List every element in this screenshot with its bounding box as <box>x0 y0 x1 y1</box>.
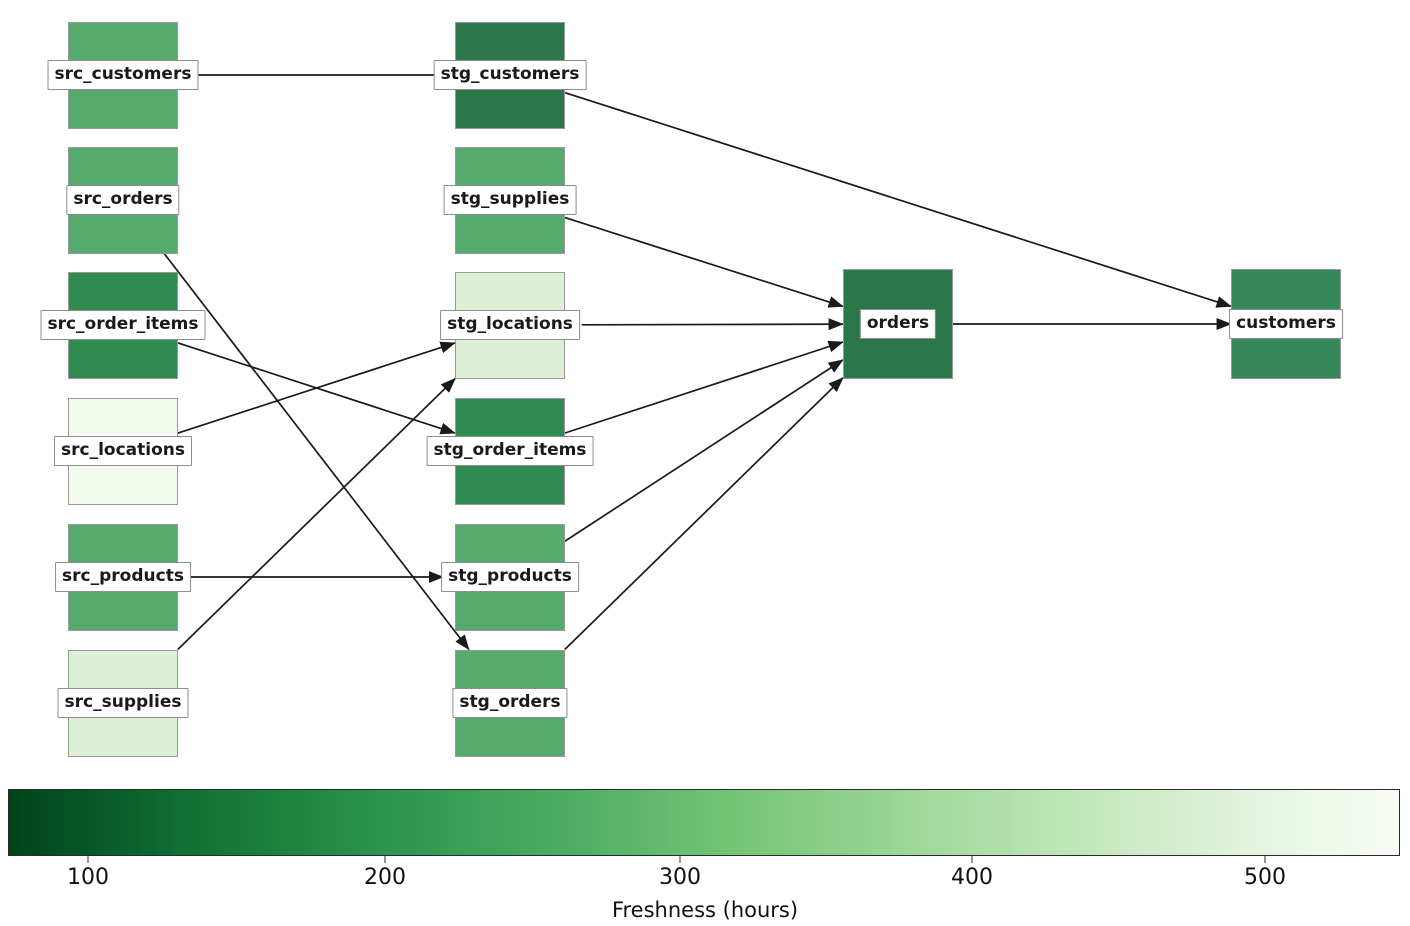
node-label-src_customers[interactable]: src_customers <box>47 60 199 90</box>
edge-stg_order_items-to-orders <box>564 340 844 434</box>
colorbar-tick-label-500: 500 <box>1244 865 1286 890</box>
colorbar-tick-label-400: 400 <box>951 865 993 890</box>
colorbar-axis-label: Freshness (hours) <box>611 898 799 922</box>
colorbar: 100 200 300 400 500 <box>8 789 1400 890</box>
edge-stg_products-to-orders <box>564 359 844 542</box>
node-label-stg_customers[interactable]: stg_customers <box>433 60 587 90</box>
node-label-stg_order_items[interactable]: stg_order_items <box>426 436 594 466</box>
node-label-src_order_items[interactable]: src_order_items <box>40 310 206 340</box>
node-label-src_products[interactable]: src_products <box>55 562 191 592</box>
node-label-src_supplies[interactable]: src_supplies <box>57 688 189 718</box>
node-label-stg_locations[interactable]: stg_locations <box>440 310 580 340</box>
node-label-stg_products[interactable]: stg_products <box>441 562 579 592</box>
node-label-customers[interactable]: customers <box>1229 309 1343 339</box>
node-label-stg_supplies[interactable]: stg_supplies <box>443 185 577 215</box>
colorbar-tick-300 <box>679 856 681 863</box>
colorbar-tick-200 <box>384 856 386 863</box>
colorbar-tick-100 <box>87 856 89 863</box>
edge-stg_locations-to-orders <box>581 318 844 331</box>
edge-src_order_items-to-stg_order_items <box>177 342 456 435</box>
colorbar-tick-400 <box>971 856 973 863</box>
edge-src_locations-to-stg_locations <box>177 341 456 434</box>
edges-group <box>163 74 1232 651</box>
colorbar-tick-label-200: 200 <box>364 865 406 890</box>
colorbar-tick-label-300: 300 <box>659 865 701 890</box>
node-label-stg_orders[interactable]: stg_orders <box>452 688 568 718</box>
edge-src_supplies-to-stg_locations <box>177 377 456 651</box>
edge-stg_orders-to-orders <box>564 377 844 651</box>
node-label-src_locations[interactable]: src_locations <box>54 436 192 466</box>
edge-src_orders-to-stg_orders <box>163 252 470 651</box>
colorbar-gradient <box>8 789 1400 856</box>
edge-stg_supplies-to-orders <box>564 216 844 308</box>
node-label-src_orders[interactable]: src_orders <box>66 185 180 215</box>
colorbar-tick-label-100: 100 <box>67 865 109 890</box>
node-label-orders[interactable]: orders <box>859 309 937 339</box>
colorbar-tick-500 <box>1264 856 1266 863</box>
